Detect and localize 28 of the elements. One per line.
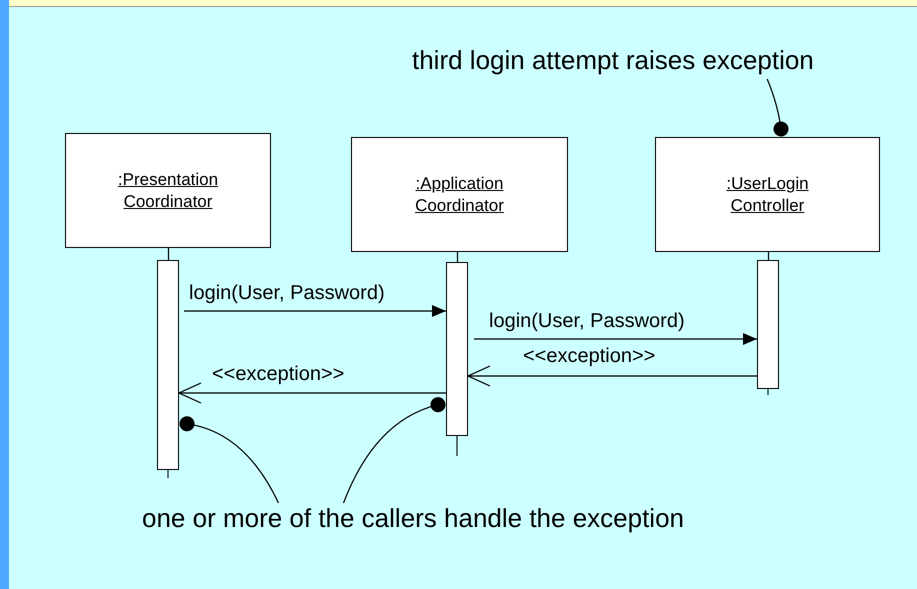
activation-bar	[446, 262, 468, 436]
object-name: Coordinator	[415, 194, 504, 216]
activation-bar	[157, 260, 179, 470]
leader-line	[180, 416, 280, 504]
leader-line	[766, 78, 788, 136]
return-arrow	[467, 365, 757, 387]
message-arrow	[474, 333, 757, 345]
object-name: :Application	[416, 172, 504, 194]
object-box	[655, 137, 880, 252]
lifeline	[168, 248, 170, 260]
return-arrow	[178, 382, 446, 404]
object-box	[65, 133, 271, 248]
lifeline	[768, 252, 770, 260]
object-name: :UserLogin	[726, 172, 809, 194]
note-text: third login attempt raises exception	[412, 45, 892, 79]
object-name: Controller	[730, 194, 804, 216]
lifeline	[456, 252, 458, 262]
object-box	[351, 137, 568, 252]
leader-line	[342, 397, 446, 504]
message-label: login(User, Password)	[489, 310, 685, 333]
object-name: :Presentation	[118, 168, 218, 190]
message-label: login(User, Password)	[189, 282, 385, 305]
message-label: <<exception>>	[212, 363, 344, 386]
message-arrow	[184, 305, 446, 317]
note-text: one or more of the callers handle the exception	[142, 503, 792, 537]
message-label: <<exception>>	[523, 345, 656, 368]
object-name: Coordinator	[124, 190, 212, 212]
activation-bar	[757, 260, 779, 389]
